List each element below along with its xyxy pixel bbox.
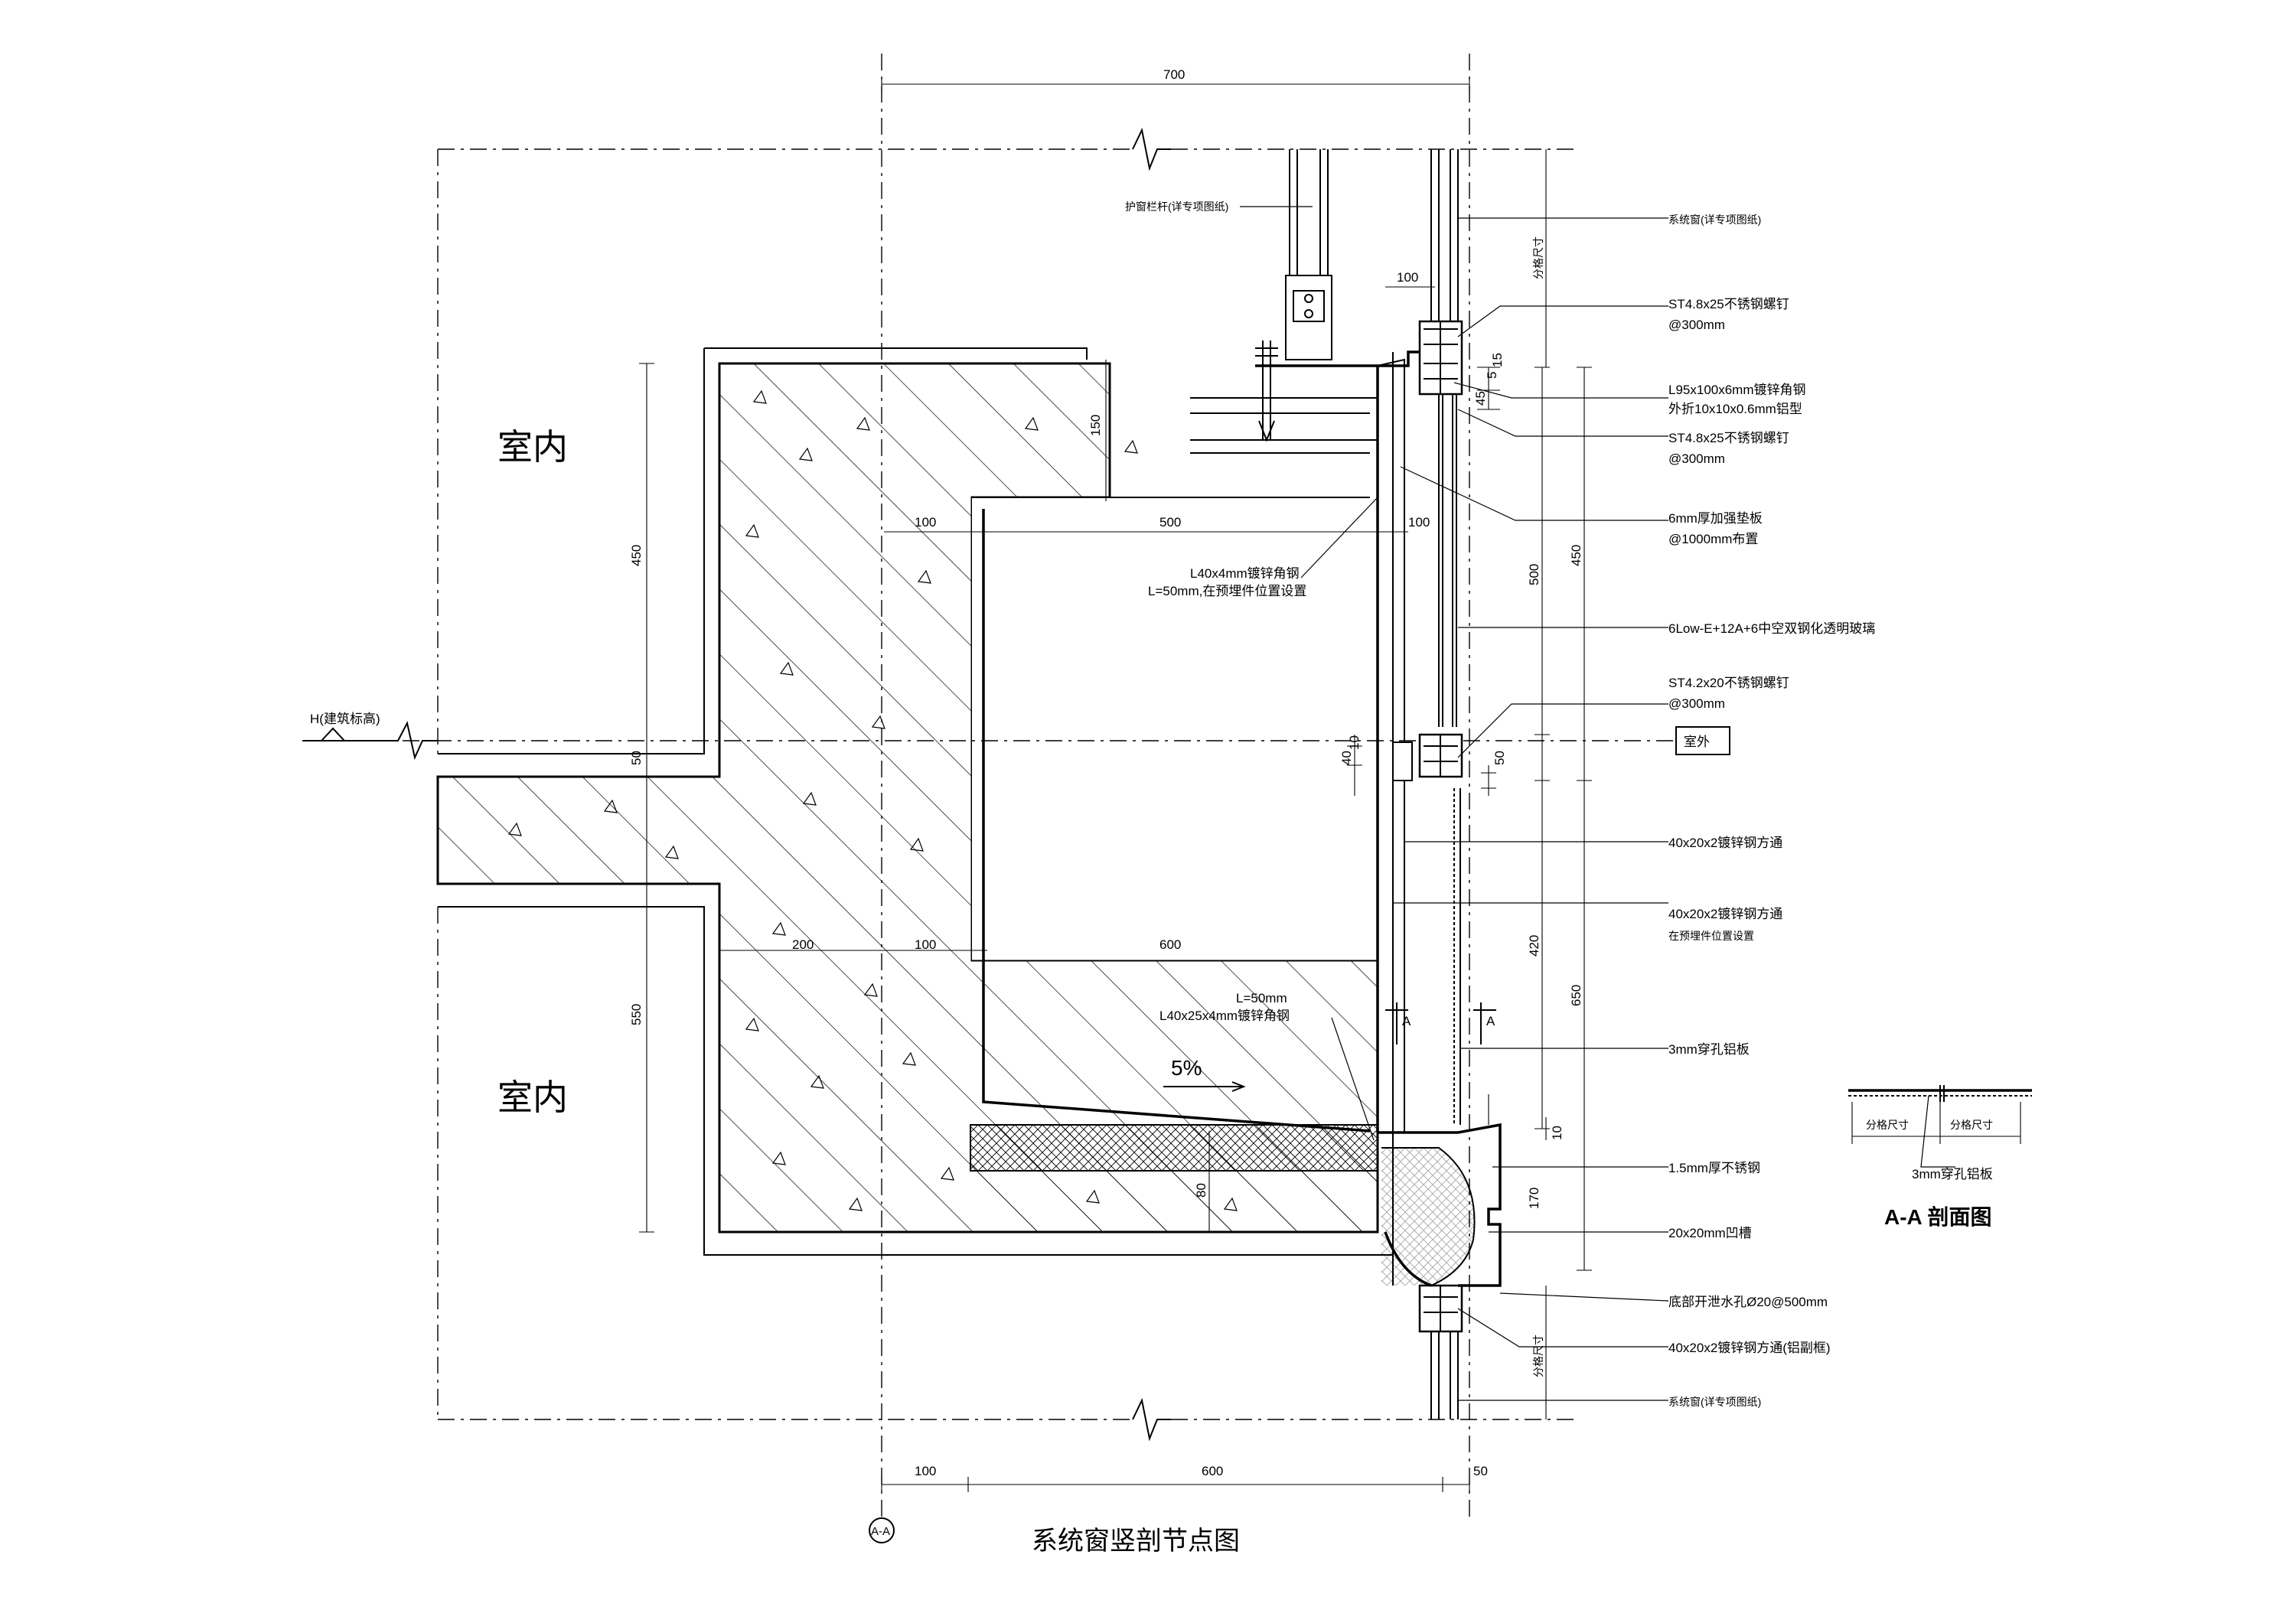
dim-100-right: 100	[1408, 515, 1430, 530]
section-marker-label: A-A	[871, 1525, 890, 1538]
dimension-lines	[302, 77, 1730, 1492]
dim-100-frame: 100	[1397, 270, 1418, 285]
annotation-lower-angle: L40x25x4mm镀锌角钢	[1159, 1009, 1290, 1023]
dim-100-mid: 100	[915, 937, 936, 952]
dim-500-right: 500	[1527, 564, 1541, 585]
dim-bottom-600: 600	[1202, 1464, 1223, 1478]
grid-size-top: 分格尺寸	[1532, 236, 1544, 279]
dim-50-right: 50	[1492, 751, 1507, 765]
leader-lines	[1240, 206, 1669, 1401]
dim-45: 45	[1473, 391, 1488, 406]
annotation-angle-steel: L95x100x6mm镀锌角钢	[1668, 383, 1806, 397]
dim-bottom-50: 50	[1473, 1464, 1488, 1478]
indoor-label-top: 室内	[497, 427, 568, 467]
annotation-shim-spacing: @1000mm布置	[1668, 532, 1758, 546]
dim-5: 5	[1485, 372, 1499, 379]
annotation-glass: 6Low-E+12A+6中空双钢化透明玻璃	[1668, 621, 1875, 636]
annotation-screw-1: ST4.8x25不锈钢螺钉	[1668, 297, 1789, 311]
annotation-window-bottom: 系统窗(详专项图纸)	[1668, 1396, 1761, 1408]
dim-100-left: 100	[915, 515, 936, 530]
annotation-drain: 底部开泄水孔Ø20@500mm	[1668, 1295, 1828, 1309]
annotation-screw-3: ST4.2x20不锈钢螺钉	[1668, 676, 1789, 690]
annotation-screw-1-spacing: @300mm	[1668, 318, 1725, 332]
aa-grid-right: 分格尺寸	[1950, 1119, 1993, 1131]
annotation-guard-rail: 护窗栏杆(详专项图纸)	[1125, 200, 1228, 213]
annotation-screw-3-spacing: @300mm	[1668, 696, 1725, 711]
aa-panel-label: 3mm穿孔铝板	[1912, 1167, 1993, 1181]
level-mark: H(建筑标高)	[310, 712, 380, 726]
section-aa-detail	[1848, 1085, 2032, 1168]
annotation-small-angle: L40x4mm镀锌角钢	[1190, 566, 1300, 581]
annotation-shim: 6mm厚加强垫板	[1668, 511, 1763, 526]
aa-section-title: A-A 剖面图	[1884, 1204, 1992, 1229]
dim-10: 10	[1347, 735, 1362, 750]
indoor-label-bottom: 室内	[497, 1077, 568, 1117]
annotation-perforated-panel: 3mm穿孔铝板	[1668, 1042, 1750, 1057]
annotation-screw-2: ST4.8x25不锈钢螺钉	[1668, 431, 1789, 445]
dim-550-left: 550	[629, 1004, 644, 1025]
slope-label: 5%	[1171, 1056, 1202, 1080]
dim-40: 40	[1339, 751, 1354, 765]
dim-15: 15	[1490, 353, 1505, 367]
dim-500: 500	[1159, 515, 1181, 530]
system-window	[1190, 149, 1502, 1419]
annotation-groove: 20x20mm凹槽	[1668, 1226, 1752, 1240]
outdoor-label: 室外	[1684, 735, 1710, 749]
annotation-small-angle-length: L=50mm,在预埋件位置设置	[1148, 584, 1306, 598]
dim-450-right: 450	[1569, 545, 1583, 566]
dim-200: 200	[792, 937, 814, 952]
section-marker-circle	[869, 1517, 895, 1543]
annotation-tube-2-note: 在预埋件位置设置	[1668, 930, 1754, 942]
dim-450-left: 450	[629, 545, 644, 566]
dim-50-left: 50	[629, 751, 644, 765]
annotation-window-top: 系统窗(详专项图纸)	[1668, 213, 1761, 226]
annotation-tube-1: 40x20x2镀锌钢方通	[1668, 836, 1782, 850]
dim-bottom-100: 100	[915, 1464, 936, 1478]
annotation-tube-2: 40x20x2镀锌钢方通	[1668, 907, 1782, 921]
section-arrow-left: A	[1402, 1014, 1411, 1028]
drawing-text: 室内 室内 室外 H(建筑标高) 5% A A 700 100 150 100 …	[310, 67, 1993, 1556]
concrete-structure	[436, 347, 1393, 1256]
dim-80: 80	[1194, 1183, 1208, 1198]
annotation-aluminum-bend: 外折10x10x0.6mm铝型	[1668, 402, 1802, 416]
dim-170: 170	[1527, 1188, 1541, 1209]
annotation-stainless: 1.5mm厚不锈钢	[1668, 1161, 1760, 1175]
aa-grid-left: 分格尺寸	[1866, 1119, 1909, 1131]
annotation-screw-2-spacing: @300mm	[1668, 451, 1725, 466]
drawing-title: 系统窗竖剖节点图	[1032, 1527, 1240, 1556]
annotation-tube-3: 40x20x2镀锌钢方通(铝副框)	[1668, 1341, 1831, 1355]
section-arrow-right: A	[1486, 1014, 1495, 1028]
dim-600-mid: 600	[1159, 937, 1181, 952]
dim-150: 150	[1088, 415, 1103, 436]
dim-700: 700	[1163, 67, 1185, 82]
dim-10-bottom: 10	[1550, 1126, 1564, 1140]
dim-650: 650	[1569, 985, 1583, 1006]
grid-size-bottom: 分格尺寸	[1532, 1335, 1544, 1377]
annotation-lower-angle-length: L=50mm	[1236, 991, 1287, 1005]
dim-420: 420	[1527, 935, 1541, 957]
